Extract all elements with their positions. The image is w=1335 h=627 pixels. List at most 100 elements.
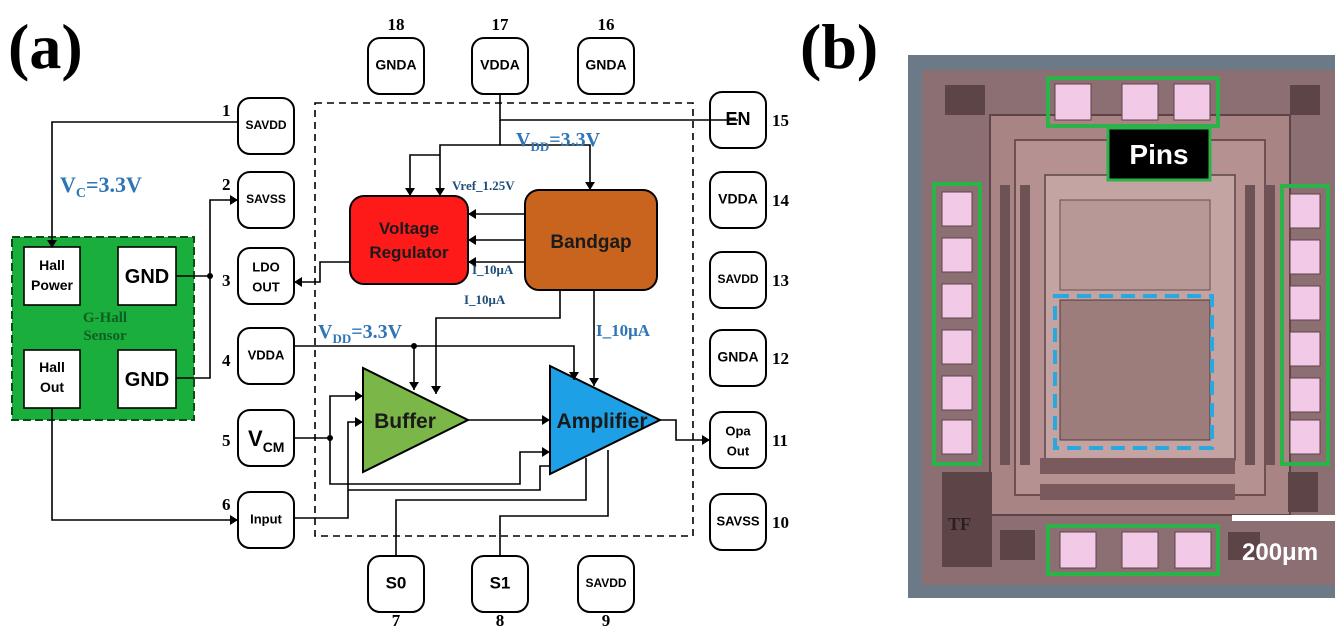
wire-input-amp [348, 465, 550, 491]
gnd-label-2: GND [125, 369, 169, 391]
pin-4: VDDA 4 [222, 327, 295, 385]
wire-s0 [395, 458, 587, 556]
arrow-input [230, 515, 238, 525]
junction-vcm [327, 435, 333, 441]
vc-label: VC=3.3V [60, 172, 142, 201]
arrow-amp-out [702, 435, 710, 445]
arrow-reg-in1 [405, 188, 415, 196]
pin-9-label: SAVDD [585, 576, 626, 590]
chip-pad-left-1 [941, 191, 973, 227]
pin-6-label: Input [250, 511, 282, 526]
pin-17: VDDA 17 [471, 15, 529, 95]
chip-pad-top-3 [1173, 83, 1211, 121]
chip-tf-mark: TF [948, 514, 971, 534]
hall-power-line1: Hall [39, 257, 65, 273]
pin-3-label-line2: OUT [252, 279, 280, 294]
scale-label: 200μm [1242, 539, 1318, 566]
chip-rail-left [1000, 185, 1010, 465]
pins-label: Pins [1129, 139, 1188, 170]
vdd-mid-label: VDD=3.3V [318, 321, 403, 346]
arrow-amp-bias [589, 378, 599, 386]
pin-7-number: 7 [392, 611, 401, 627]
pin-10-number: 10 [772, 513, 789, 532]
arrow-buffer-vdd [409, 382, 419, 390]
pin-2-number: 2 [222, 175, 231, 194]
pin-11: Opa Out 11 [709, 411, 788, 469]
amplifier-label: Amplifier [556, 410, 647, 433]
chip-pad-bottom-2 [1121, 531, 1159, 569]
chip-rail-left2 [1020, 185, 1030, 465]
arrow-savss [230, 195, 238, 205]
pin-13-label: SAVDD [717, 272, 758, 286]
pin-14: VDDA 14 [709, 171, 790, 229]
arrow-reg-in2 [435, 188, 445, 196]
arrow-bg-reg1 [468, 209, 476, 219]
chip-corner-pad-bl [942, 472, 992, 567]
pin-2-label: SAVSS [246, 192, 286, 206]
pin-15-label: EN [725, 109, 750, 129]
arrow-vcm-buffer [355, 391, 363, 401]
arrow-vcm-amp [542, 447, 550, 457]
pin-4-label: VDDA [248, 347, 285, 362]
chip-bus-2 [1040, 484, 1235, 500]
arrow-input-buffer [355, 417, 363, 427]
vref-label: Vref_1.25V [452, 178, 515, 193]
pin-3-number: 3 [222, 271, 231, 290]
panel-a-label: (a) [8, 11, 83, 82]
chip-pad-left-5 [941, 375, 973, 411]
buffer-block [362, 366, 471, 474]
chip-pad-right-2 [1289, 239, 1321, 275]
pin-11-label-line1: Opa [725, 423, 751, 438]
pin-15-number: 15 [772, 111, 789, 130]
chip-pad-right-5 [1289, 377, 1321, 413]
chip-micrograph: TF Pins 200μm [908, 55, 1335, 598]
pin-12-number: 12 [772, 349, 789, 368]
g-hall-sensor: Hall Power GND G-Hall Sensor Hall Out GN… [11, 236, 195, 421]
pin-16: GNDA 16 [577, 15, 635, 95]
wire-savdd-hallpower [51, 121, 238, 247]
pin-14-label: VDDA [718, 191, 758, 207]
i10-label-a: I_10μA [472, 262, 514, 277]
wire-vdd-reg [439, 120, 501, 196]
chip-pad-top-1 [1054, 83, 1092, 121]
pin-13: SAVDD 13 [709, 251, 789, 309]
chip-corner-pad-tr [1290, 85, 1320, 115]
pin-11-label-line2: Out [727, 443, 750, 458]
chip-pad-b4 [1228, 532, 1260, 560]
ic-boundary [314, 102, 694, 537]
pin-3-label-line1: LDO [252, 259, 279, 274]
voltage-regulator-block [349, 195, 469, 285]
pin-9: SAVDD 9 [577, 555, 635, 627]
arrow-buffer-amp [542, 415, 550, 425]
pin-18: GNDA 18 [367, 15, 425, 95]
chip-pad-left-3 [941, 283, 973, 319]
chip-pad-right-3 [1289, 285, 1321, 321]
junction-vdda [411, 343, 417, 349]
arrow-buffer-bias [431, 386, 441, 394]
chip-block-analog [1059, 299, 1211, 441]
sensor-title-line2: Sensor [83, 328, 127, 344]
vdd-top-label: VDD=3.3V [516, 129, 601, 154]
wire-vdd-bandgap [500, 144, 591, 190]
panel-b-label: (b) [800, 11, 878, 82]
pin-5-label: VCM [248, 426, 284, 455]
pin-9-number: 9 [602, 611, 611, 627]
pin-18-number: 18 [388, 15, 405, 34]
sensor-title-line1: G-Hall [83, 310, 127, 326]
wire-vdda-amp [294, 345, 575, 380]
pin-12-label: GNDA [717, 349, 758, 365]
junction-gnd [207, 273, 213, 279]
hall-power-box [23, 246, 81, 306]
wire-vcm-buffer [294, 395, 363, 439]
wire-hallout-input [51, 408, 238, 521]
pin-8: S1 8 [471, 555, 529, 627]
pin-18-label: GNDA [375, 57, 416, 73]
bandgap-label: Bandgap [550, 232, 631, 253]
pin-16-label: GNDA [585, 57, 626, 73]
chip-corner-pad-br [1288, 472, 1318, 512]
pin-4-number: 4 [222, 351, 231, 370]
chip-pad-right-1 [1289, 193, 1321, 229]
hall-out-line1: Hall [39, 359, 65, 375]
pin-13-number: 13 [772, 271, 789, 290]
chip-pad-left-4 [941, 329, 973, 365]
